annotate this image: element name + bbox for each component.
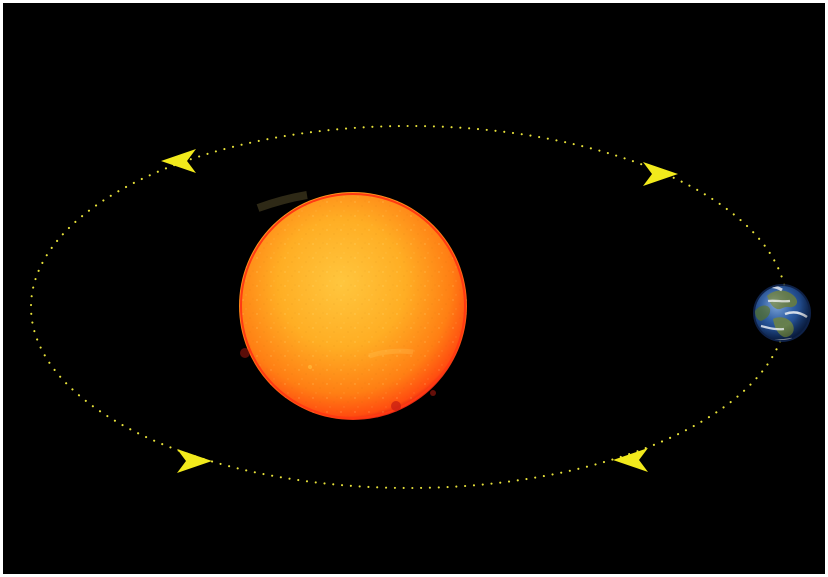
space-background [3, 3, 825, 574]
orbit-diagram [29, 124, 811, 490]
orbit-arrow-lower-left [177, 449, 212, 473]
orbit-arrow-upper-left [161, 149, 196, 173]
orbit-arrow-upper-right [643, 162, 678, 186]
orbit-arrow-lower-right [613, 448, 648, 472]
sun [239, 191, 467, 420]
earth [753, 284, 811, 342]
